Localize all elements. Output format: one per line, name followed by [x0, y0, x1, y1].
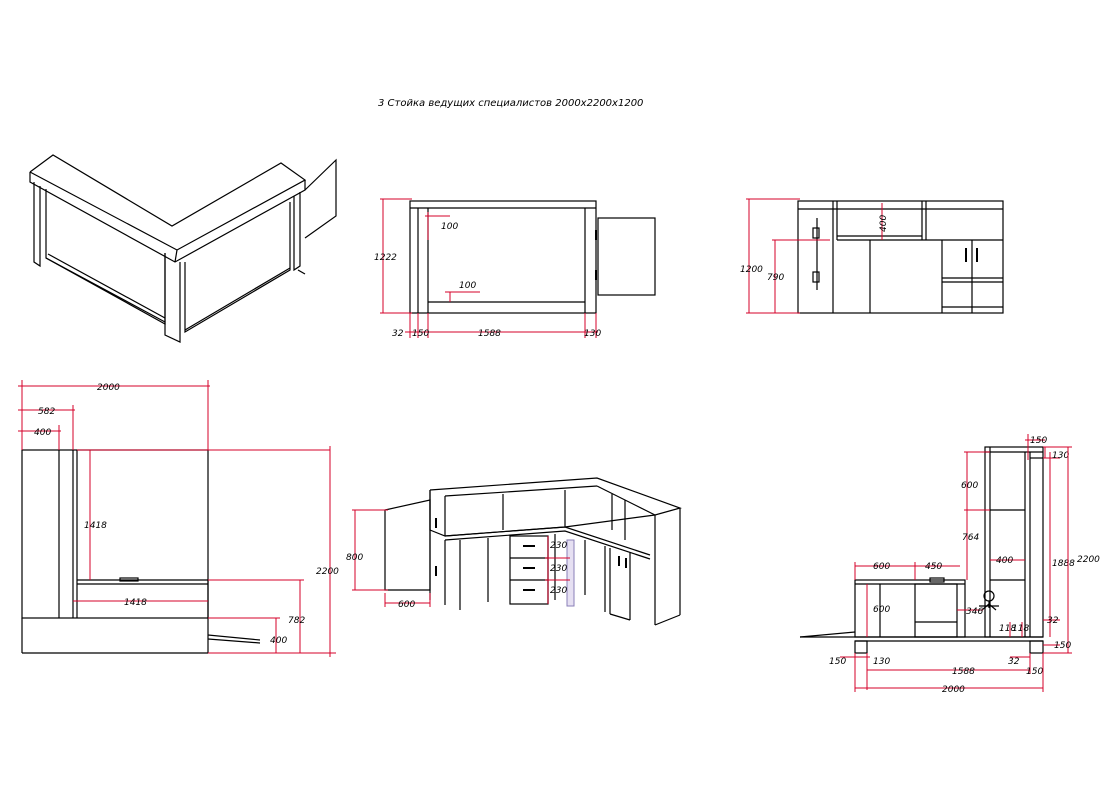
dim-1588: 1588: [478, 329, 501, 339]
dim-600-vertical: 600: [961, 481, 978, 491]
dim-2200-section: 2200: [1077, 555, 1100, 565]
dim-150-right: 150: [1054, 641, 1071, 651]
dim-1588-section: 1588: [952, 667, 975, 677]
dim-1888: 1888: [1052, 559, 1075, 569]
dim-400-depth: 400: [270, 636, 287, 646]
dim-2200: 2200: [316, 567, 339, 577]
dim-400-shelf: 400: [879, 215, 889, 232]
side-elevation: 1200 790 400: [740, 198, 1004, 314]
dim-118-a: 118: [999, 624, 1016, 634]
dim-150: 150: [412, 329, 429, 339]
dim-150-top: 150: [1030, 436, 1047, 446]
dim-1200: 1200: [740, 265, 763, 275]
dim-150-bottom: 150: [1026, 667, 1043, 677]
dim-130-bottom: 130: [873, 657, 890, 667]
dim-800: 800: [346, 553, 363, 563]
dim-100-top: 100: [441, 222, 458, 232]
dim-130-top: 130: [1052, 451, 1069, 461]
dim-230-a: 230: [550, 541, 567, 551]
drawing-title: 3 Стойка ведущих специалистов 2000х2200х…: [378, 98, 643, 109]
dim-32: 32: [392, 329, 404, 339]
dim-230-c: 230: [550, 586, 567, 596]
dim-450: 450: [925, 562, 942, 572]
dim-400-section: 400: [996, 556, 1013, 566]
dim-230-b: 230: [550, 564, 567, 574]
front-elevation: 1222 100 100 32 150 1588 130: [374, 198, 656, 339]
dim-600-door: 600: [398, 600, 415, 610]
dim-790: 790: [767, 273, 784, 283]
dim-2000-section: 2000: [942, 685, 965, 695]
dim-1222: 1222: [374, 253, 397, 263]
plan-view: 2000 582 400 1418 1418 2200 782 400: [18, 380, 339, 657]
dim-118-b: 118: [1012, 624, 1029, 634]
dim-2000: 2000: [97, 383, 120, 393]
dim-150-left: 150: [829, 657, 846, 667]
dim-582: 582: [38, 407, 55, 417]
dim-600-low: 600: [873, 605, 890, 615]
dim-1418-vertical: 1418: [84, 521, 107, 531]
dim-32-right: 32: [1047, 616, 1059, 626]
dim-400-plan: 400: [34, 428, 51, 438]
dim-782: 782: [288, 616, 305, 626]
section-view: 150 130 600 764 600 450 400 1888 2200 60…: [799, 434, 1100, 695]
dim-764: 764: [962, 533, 979, 543]
dim-600-width: 600: [873, 562, 890, 572]
isometric-view: [29, 154, 337, 343]
dim-1418-horizontal: 1418: [124, 598, 147, 608]
dim-130: 130: [584, 329, 601, 339]
dim-100-bottom: 100: [459, 281, 476, 291]
dim-346: 346: [966, 607, 983, 617]
dim-32-bottom: 32: [1008, 657, 1020, 667]
perspective-view: 800 600 230 230 230: [346, 477, 682, 626]
